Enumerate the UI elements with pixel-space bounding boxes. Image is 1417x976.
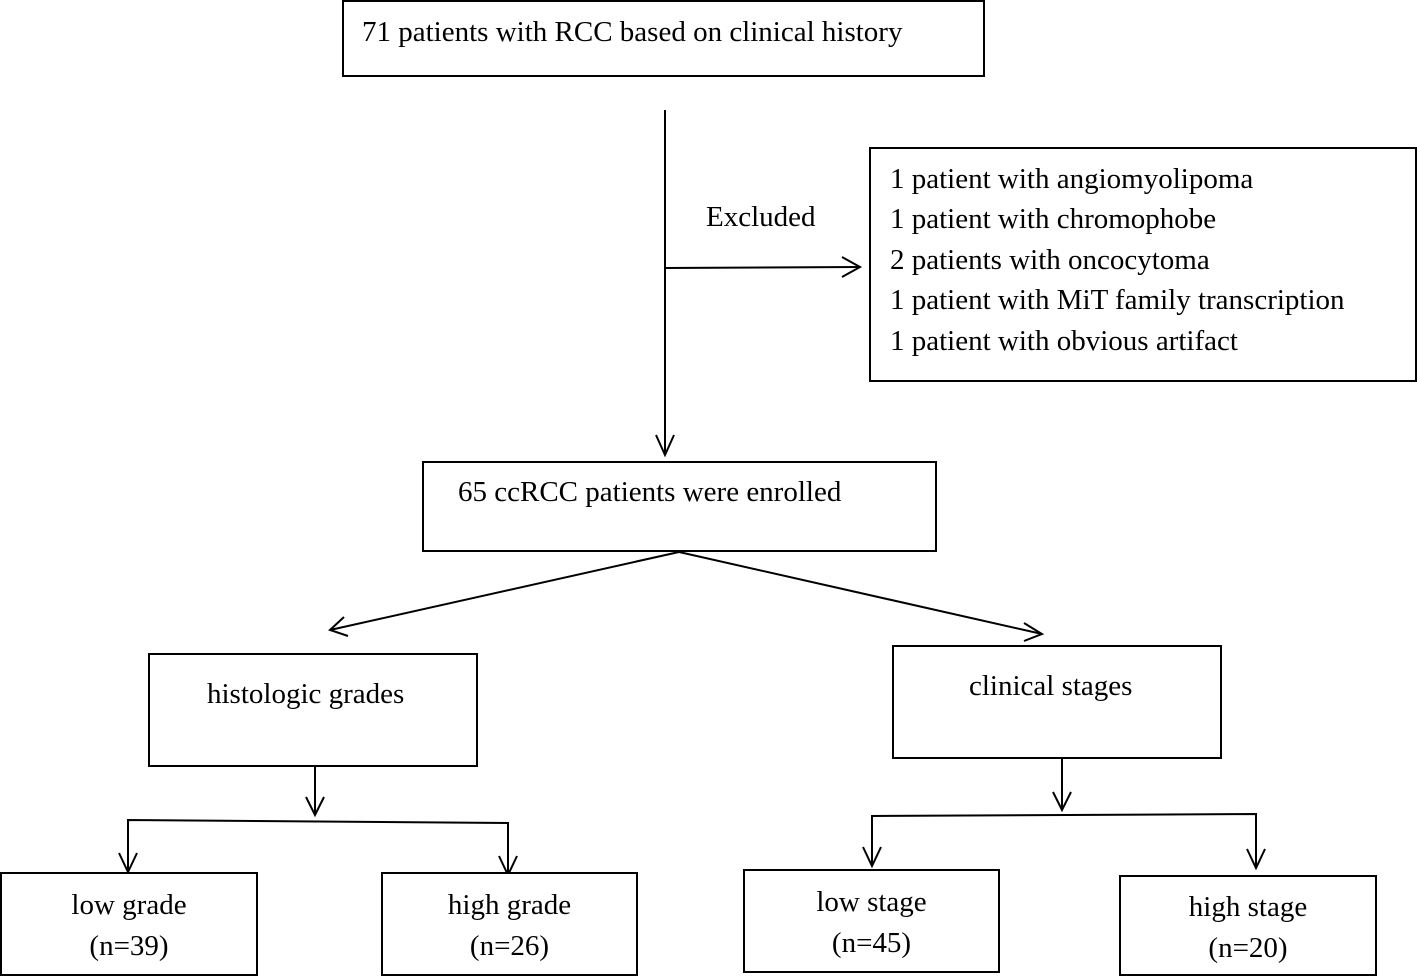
excluded-label: Excluded (706, 201, 816, 233)
grade-bracket (127, 818, 509, 875)
low-grade-label: low grade (71, 889, 187, 921)
clinical-stages-text: clinical stages (969, 670, 1133, 702)
low-stage-label: low stage (816, 886, 927, 918)
excluded-line-5: 1 patient with obvious artifact (890, 325, 1238, 357)
high-grade-count: (n=26) (469, 930, 550, 962)
clinical-stages-box (892, 645, 1222, 759)
histologic-connector (329, 551, 680, 631)
histologic-stem-arrowhead (305, 796, 325, 818)
high-stage-arrowhead (1246, 848, 1266, 871)
enrolled-patients-text: 65 ccRCC patients were enrolled (458, 476, 842, 508)
excluded-line-1: 1 patient with angiomyolipoma (890, 163, 1254, 195)
excluded-line-4: 1 patient with MiT family transcription (890, 284, 1345, 316)
enrolled-patients-box (422, 461, 937, 552)
initial-patients-text: 71 patients with RCC based on clinical h… (362, 16, 903, 48)
low-stage-box (743, 869, 1000, 973)
low-stage-count: (n=45) (831, 927, 912, 959)
low-stage-arrowhead (862, 846, 882, 869)
high-stage-count: (n=20) (1208, 932, 1288, 964)
histologic-grades-text: histologic grades (207, 678, 405, 710)
high-stage-label: high stage (1188, 891, 1308, 923)
excluded-arrowhead (841, 256, 863, 278)
excluded-patients-box (869, 147, 1417, 382)
histologic-grades-box (148, 653, 478, 767)
low-grade-box (0, 872, 258, 976)
initial-patients-box (342, 0, 985, 77)
low-grade-count: (n=39) (89, 930, 169, 962)
clinical-connector (678, 551, 1043, 635)
clinical-stem-arrowhead (1052, 791, 1072, 813)
high-grade-box (381, 872, 638, 976)
excluded-connector (664, 266, 861, 269)
high-stage-box (1119, 875, 1377, 976)
excluded-line-3: 2 patients with oncocytoma (890, 244, 1210, 276)
histologic-arrowhead (328, 616, 349, 637)
high-grade-label: high grade (447, 889, 572, 921)
excluded-line-2: 1 patient with chromophobe (890, 203, 1217, 235)
clinical-arrowhead (1023, 622, 1045, 642)
stage-bracket (871, 812, 1257, 868)
enrolled-arrowhead (655, 434, 675, 458)
